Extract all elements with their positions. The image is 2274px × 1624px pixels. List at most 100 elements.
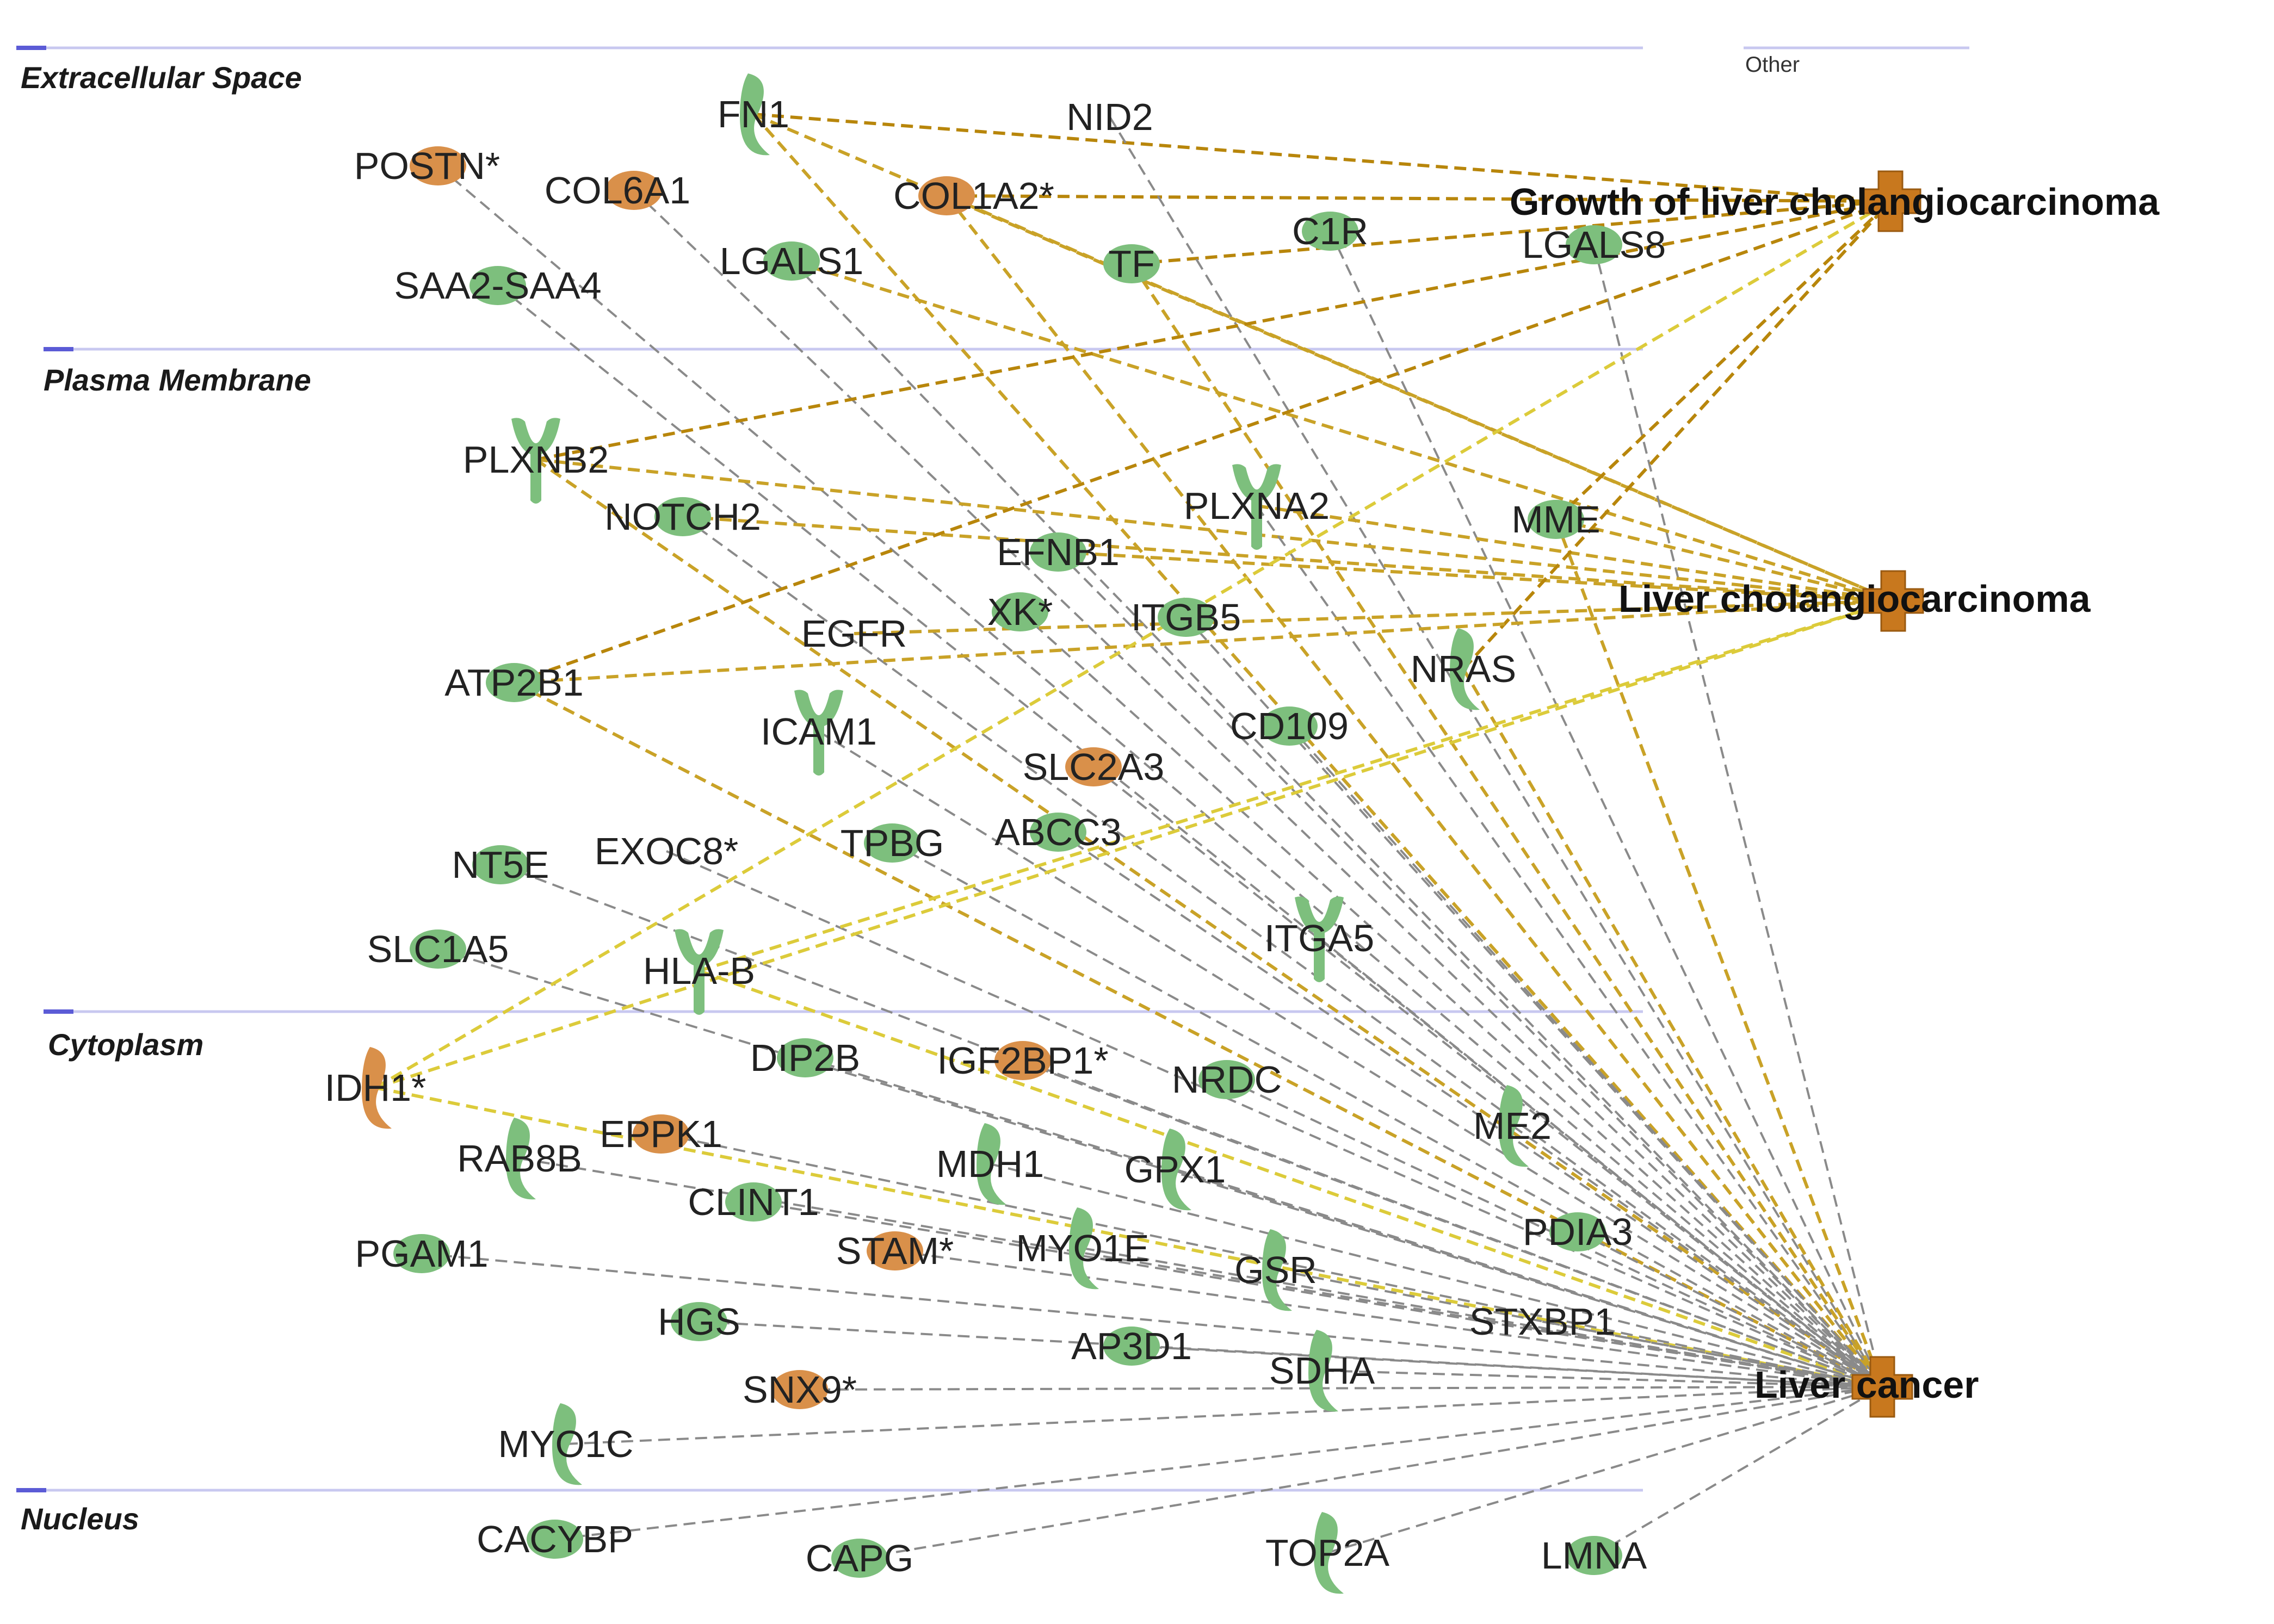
gene-label: PLXNB2 — [463, 438, 609, 481]
gene-label: EXOC8* — [595, 830, 739, 872]
gene-node-plxna2[interactable] — [1232, 464, 1281, 550]
gene-node-hlab[interactable] — [675, 929, 724, 1015]
gene-label: CAPG — [806, 1537, 913, 1579]
gene-oval-icon — [1030, 813, 1086, 852]
edge-pdia3-cancer — [1577, 1231, 1883, 1388]
gene-node-igf2bp1[interactable] — [994, 1041, 1051, 1080]
gene-node-xk[interactable] — [992, 592, 1048, 631]
gene-node-fn1[interactable] — [740, 73, 770, 156]
gene-node-itga5[interactable] — [1295, 896, 1344, 982]
other-label: Other — [1745, 53, 1800, 77]
gene-node-postn[interactable] — [410, 146, 466, 185]
gene-node-pdia3[interactable] — [1549, 1212, 1606, 1251]
gene-label: CACYBP — [477, 1518, 633, 1560]
gene-oval-icon — [393, 1234, 450, 1273]
gene-node-myo1e[interactable] — [1069, 1207, 1099, 1290]
disease-node-growth[interactable] — [1859, 170, 1921, 232]
compartment-label-nucleus: Nucleus — [21, 1502, 139, 1536]
edge-myo1c-cancer — [565, 1386, 1883, 1445]
edge-lgals8-cancer — [1593, 244, 1883, 1387]
gene-node-mdh1[interactable] — [977, 1123, 1006, 1205]
edge-mme-chol — [1555, 518, 1894, 603]
gene-node-slc1a5[interactable] — [410, 929, 466, 969]
gene-node-cd109[interactable] — [1261, 706, 1318, 746]
gene-oval-icon — [777, 1038, 833, 1077]
gene-node-hgs[interactable] — [671, 1302, 727, 1341]
gene-enzyme-icon — [362, 1047, 392, 1129]
gene-label: LGALS1 — [720, 240, 864, 282]
gene-node-gsr[interactable] — [1262, 1229, 1292, 1311]
gene-label: ITGB5 — [1131, 596, 1241, 639]
gene-label: EPPK1 — [600, 1113, 722, 1155]
gene-label: EGFR — [801, 612, 907, 655]
gene-node-c1r[interactable] — [1302, 212, 1358, 251]
edge-fn1-cancer — [752, 113, 1884, 1388]
gene-label: MDH1 — [936, 1143, 1044, 1185]
gene-node-col1a2[interactable] — [918, 176, 975, 215]
disease-node-chol[interactable] — [1862, 570, 1924, 632]
edge-slc1a5-cancer — [437, 948, 1883, 1388]
gene-node-slc2a3[interactable] — [1065, 747, 1122, 786]
gene-node-dip2b[interactable] — [777, 1038, 833, 1077]
gene-node-snx9[interactable] — [771, 1370, 828, 1409]
gene-label: POSTN* — [354, 145, 500, 187]
gene-enzyme-icon — [1450, 628, 1480, 710]
gene-label: NT5E — [452, 844, 549, 886]
gene-oval-icon — [1103, 1327, 1160, 1366]
gene-node-notch2[interactable] — [654, 497, 711, 536]
gene-oval-icon — [527, 1520, 583, 1559]
gene-node-cacybp[interactable] — [527, 1520, 583, 1559]
gene-node-clint1[interactable] — [725, 1182, 782, 1222]
gene-node-tpbg[interactable] — [864, 823, 920, 863]
gene-node-rab8b[interactable] — [506, 1118, 536, 1200]
gene-node-ap3d1[interactable] — [1103, 1327, 1160, 1366]
disease-node-cancer[interactable] — [1851, 1356, 1913, 1418]
gene-node-capg[interactable] — [831, 1539, 888, 1578]
gene-enzyme-icon — [740, 73, 770, 156]
gene-oval-icon — [763, 241, 820, 281]
gene-node-nras[interactable] — [1450, 628, 1480, 710]
gene-node-lmna[interactable] — [1566, 1536, 1622, 1575]
gene-node-col6a1[interactable] — [605, 171, 662, 210]
edge-c1r-cancer — [1329, 231, 1883, 1387]
gene-label: GPX1 — [1124, 1148, 1226, 1191]
gene-node-myo1c[interactable] — [552, 1403, 582, 1485]
gene-label: NOTCH2 — [604, 495, 761, 538]
gene-oval-icon — [994, 1041, 1051, 1080]
gene-node-nrdc[interactable] — [1198, 1060, 1255, 1099]
gene-label: SAA2-SAA4 — [394, 264, 601, 307]
gene-node-lgals1[interactable] — [763, 241, 820, 281]
edge-igf2bp1-cancer — [1022, 1059, 1883, 1388]
gene-node-stam[interactable] — [867, 1231, 923, 1270]
gene-node-me2[interactable] — [1499, 1085, 1529, 1167]
gene-node-itgb5[interactable] — [1158, 598, 1214, 637]
compartment-dividers — [16, 46, 1969, 1492]
gene-node-gpx1[interactable] — [1161, 1129, 1191, 1211]
edge-lgals1-cancer — [790, 260, 1883, 1388]
gene-label: NRDC — [1172, 1058, 1282, 1101]
gene-node-eppk1[interactable] — [633, 1114, 689, 1154]
gene-oval-icon — [918, 176, 975, 215]
gene-node-plxnb2[interactable] — [511, 418, 560, 504]
edge-fn1-growth — [753, 113, 1891, 203]
gene-node-abcc3[interactable] — [1030, 813, 1086, 852]
gene-node-nt5e[interactable] — [472, 845, 529, 884]
gene-node-icam1[interactable] — [794, 690, 843, 776]
gene-oval-icon — [992, 592, 1048, 631]
gene-node-idh1[interactable] — [362, 1047, 392, 1129]
edge-nras-growth — [1462, 200, 1892, 671]
edge-plxnb2-cancer — [535, 458, 1883, 1389]
gene-node-tf[interactable] — [1103, 244, 1160, 283]
gene-node-atp2b1[interactable] — [486, 663, 542, 702]
gene-node-sdha[interactable] — [1308, 1330, 1338, 1412]
gene-label: MME — [1511, 498, 1600, 541]
edge-col6a1-cancer — [633, 189, 1883, 1388]
gene-node-pgam1[interactable] — [393, 1234, 450, 1273]
gene-node-lgals8[interactable] — [1566, 225, 1622, 264]
gene-node-top2a[interactable] — [1314, 1512, 1344, 1594]
edge-cd109-cancer — [1288, 725, 1883, 1388]
edge-tf-cancer — [1130, 263, 1884, 1388]
gene-node-mme[interactable] — [1528, 500, 1584, 539]
gene-node-saa2saa4[interactable] — [469, 266, 526, 305]
gene-node-efnb1[interactable] — [1030, 532, 1086, 572]
